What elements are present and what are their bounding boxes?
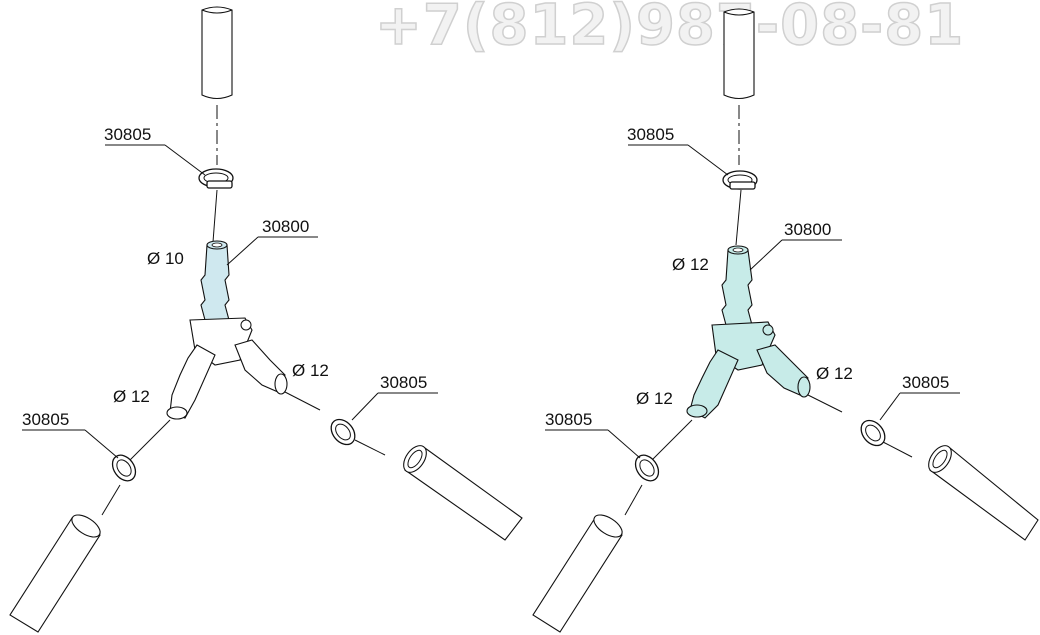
fitting-label-left: 30800 (262, 217, 309, 236)
clamp-label-top-right: 30805 (627, 125, 674, 144)
pipe-lowerright-right (928, 445, 1039, 541)
clamp-label-lowerright-left: 30805 (380, 373, 427, 392)
clamp-label-lowerleft-left: 30805 (22, 410, 69, 429)
leader-lowerleft-left (129, 419, 171, 461)
assembly-left: 30805 30800 Ø 10 Ø 12 Ø 12 (9, 6, 523, 633)
diameter-right-right: Ø 12 (816, 364, 853, 383)
diameter-top-left: Ø 10 (147, 249, 184, 268)
y-fitting-right (686, 245, 811, 419)
clamp-lowerleft-left (111, 454, 137, 482)
pipe-top-right (723, 8, 755, 100)
clamp-top-left (198, 168, 234, 189)
leader-top-right (735, 189, 742, 246)
leader-lowerleft-right (651, 419, 693, 461)
watermark-phone: +7(812)987-08-81 (375, 0, 964, 58)
pipe-lowerleft-right (532, 514, 623, 633)
clamp-lowerright-right (860, 419, 886, 447)
clamp-label-lowerright-right: 30805 (902, 373, 949, 392)
pipe-lowerleft-left (9, 514, 101, 633)
fitting-label-right: 30800 (784, 220, 831, 239)
leader-top-left (212, 189, 218, 243)
diameter-right-left: Ø 12 (292, 361, 329, 380)
pipe-lowerright-left (403, 445, 523, 541)
leader-lowerright-left (284, 391, 321, 411)
diameter-top-right: Ø 12 (672, 255, 709, 274)
assembly-right: 30805 30800 Ø 12 Ø 12 Ø 12 30805 (532, 8, 1039, 633)
clamp-label-lowerleft-right: 30805 (545, 410, 592, 429)
pipe-top-left (201, 6, 233, 100)
clamp-top-right (722, 170, 758, 190)
clamp-lowerleft-right (634, 454, 660, 482)
leader-lowerright-right (807, 394, 843, 413)
y-fitting-left (166, 240, 288, 420)
clamp-label-top-left: 30805 (104, 125, 151, 144)
diameter-left-left: Ø 12 (113, 387, 150, 406)
diameter-left-right: Ø 12 (636, 389, 673, 408)
clamp-lowerright-left (330, 418, 356, 446)
